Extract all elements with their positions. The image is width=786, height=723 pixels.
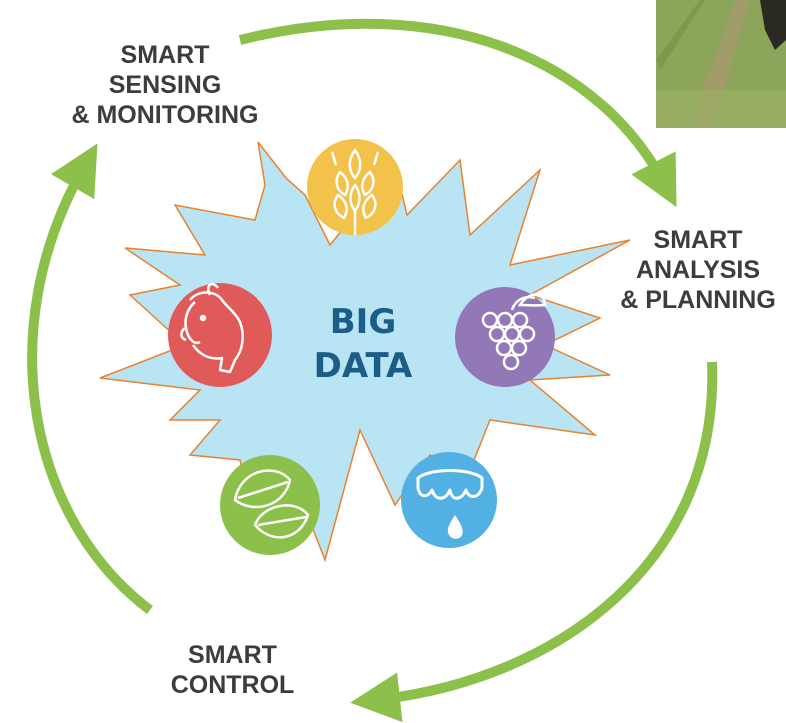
wheat-icon <box>307 139 403 235</box>
stage-analysis-line-3: & PLANNING <box>620 286 776 314</box>
cycle-arrow-sensing-to-analysis <box>238 18 677 208</box>
stage-control-line-2: CONTROL <box>170 671 295 699</box>
cycle-arrow-control-to-sensing <box>27 143 154 614</box>
center-line-2: DATA <box>314 346 413 386</box>
stage-analysis-line-2: ANALYSIS <box>635 256 761 284</box>
field-photo <box>656 0 786 128</box>
stage-label-sensing: SMART SENSING & MONITORING <box>40 40 290 130</box>
cycle-arrow-analysis-to-control <box>350 361 718 723</box>
center-line-1: BIG <box>330 302 396 342</box>
stage-sensing-line-3: & MONITORING <box>71 101 259 129</box>
stage-control-line-1: SMART <box>188 641 277 669</box>
stage-label-analysis: SMART ANALYSIS & PLANNING <box>598 225 786 315</box>
milk-drop-icon <box>401 452 497 548</box>
stage-analysis-line-1: SMART <box>653 226 743 254</box>
grapes-icon <box>455 287 555 387</box>
stage-label-control: SMART CONTROL <box>135 640 330 700</box>
stage-sensing-line-2: SENSING <box>108 71 222 99</box>
pig-icon <box>168 282 272 387</box>
stage-sensing-line-1: SMART <box>120 41 210 69</box>
leaves-icon <box>220 455 320 555</box>
